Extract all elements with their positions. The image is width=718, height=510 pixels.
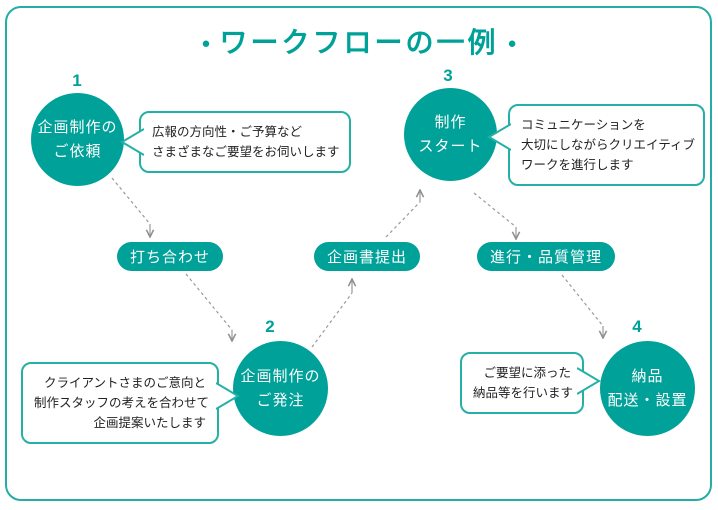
- step-label-line: 納品: [631, 368, 664, 386]
- connector-meeting: 打ち合わせ: [117, 242, 224, 271]
- step-number-3: 3: [443, 66, 453, 85]
- bubble-line: 企画提案いたします: [93, 416, 206, 430]
- step-circle-request: 企画制作の ご依頼: [31, 93, 124, 186]
- step-circle-production-start: 制作 スタート: [404, 88, 497, 181]
- arrow-meeting-to-step2: [185, 273, 233, 331]
- bubble-step4-pointer: [577, 367, 601, 395]
- arrow-proposal-to-step3: [385, 201, 421, 238]
- bubble-step2-pointer: [216, 382, 240, 410]
- bubble-line: ワークを進行します: [521, 158, 634, 172]
- step-circle-order: 企画制作の ご発注: [233, 341, 328, 436]
- step-label-line: 企画制作の: [240, 368, 321, 386]
- step-label-line: 配送・設置: [607, 391, 688, 409]
- bubble-step4: ご要望に添った 納品等を行います: [460, 352, 584, 414]
- step-label-line: 制作: [434, 114, 467, 132]
- arrow-step3-to-quality: [473, 192, 517, 228]
- bubble-step2: クライアントさまのご意向と 制作スタッフの考えを合わせて 企画提案いたします: [21, 362, 219, 444]
- bubble-line: 納品等を行います: [473, 386, 574, 400]
- step-number-2: 2: [265, 317, 275, 336]
- bullet-icon: ●: [201, 35, 211, 52]
- bubble-line: クライアントさまのご意向と: [43, 376, 206, 390]
- bubble-step3-pointer: [487, 123, 511, 151]
- step-number-4: 4: [632, 317, 642, 336]
- bubble-step3: コミュニケーションを 大切にしながらクリエイティブ ワークを進行します: [508, 104, 705, 186]
- bubble-step1-pointer: [120, 128, 144, 156]
- bullet-icon: ●: [507, 35, 517, 52]
- step-number-1: 1: [72, 71, 82, 90]
- bubble-line: 大切にしながらクリエイティブ: [521, 138, 696, 152]
- page-title: ● ワークフローの一例 ●: [0, 21, 718, 61]
- bubble-step1: 広報の方向性・ご予算など さまざまなご要望をお伺いします: [139, 111, 351, 173]
- step-label-line: ご発注: [256, 391, 305, 409]
- step-label-line: ご依頼: [53, 142, 102, 160]
- bubble-line: コミュニケーションを: [521, 118, 646, 132]
- arrow-step1-to-meeting: [111, 177, 151, 225]
- bubble-line: 制作スタッフの考えを合わせて: [34, 396, 210, 410]
- bubble-line: ご要望に添った: [483, 366, 571, 380]
- step-label-line: 企画制作の: [37, 119, 118, 137]
- bubble-line: さまざまなご要望をお伺いします: [152, 145, 340, 159]
- arrow-step2-to-proposal: [311, 292, 353, 348]
- step-label-line: スタート: [418, 137, 483, 155]
- page-title-text: ワークフローの一例: [219, 27, 499, 58]
- connector-progress-quality: 進行・品質管理: [477, 242, 616, 271]
- arrow-quality-to-step4: [561, 274, 604, 327]
- bubble-line: 広報の方向性・ご予算など: [152, 125, 303, 139]
- step-circle-delivery: 納品 配送・設置: [600, 341, 695, 436]
- connector-proposal-submission: 企画書提出: [314, 242, 421, 271]
